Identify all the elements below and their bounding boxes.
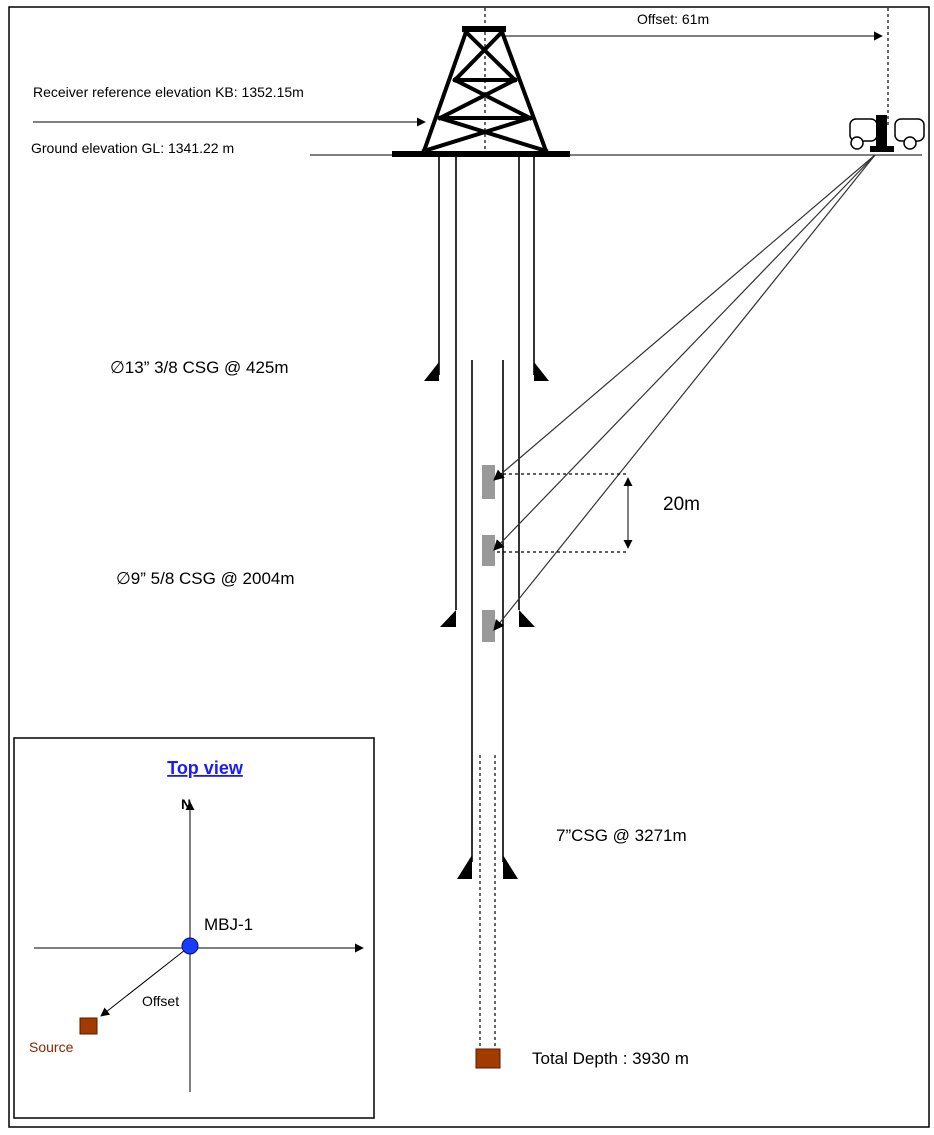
north-label: N — [181, 796, 191, 812]
csg3-label: 7”CSG @ 3271m — [556, 826, 687, 845]
top-offset-label: Offset — [142, 993, 179, 1009]
source-marker — [79, 1017, 98, 1035]
page-border — [8, 6, 930, 1128]
receiver-spacing-marker — [497, 473, 633, 553]
receiver-2 — [482, 535, 495, 566]
source-label: Source — [29, 1039, 74, 1055]
receiver-3 — [482, 610, 495, 642]
rig-floor — [392, 151, 570, 157]
casing-13-3-8 — [424, 157, 549, 610]
spacing-label: 20m — [663, 494, 700, 515]
top-view-inset: Top view N Offset MBJ-1 Source — [13, 737, 375, 1119]
casing-7 — [457, 360, 518, 879]
offset-label: Offset: 61m — [637, 11, 709, 27]
casing-9-5-8 — [440, 610, 535, 627]
total-depth-label: Total Depth : 3930 m — [532, 1049, 689, 1068]
csg1-label: ∅13” 3/8 CSG @ 425m — [110, 358, 289, 377]
vibrator-truck-icon — [849, 115, 925, 152]
well-marker — [181, 937, 199, 955]
csg2-label: ∅9” 5/8 CSG @ 2004m — [116, 569, 295, 588]
ray-paths — [493, 154, 876, 631]
gl-label: Ground elevation GL: 1341.22 m — [31, 140, 234, 156]
receiver-1 — [482, 465, 495, 499]
well-label: MBJ-1 — [204, 915, 253, 934]
open-hole — [479, 755, 496, 1048]
bottom-source-marker — [475, 1048, 501, 1069]
top-offset-arrow — [100, 949, 186, 1017]
top-view-title: Top view — [167, 758, 244, 778]
kb-label: Receiver reference elevation KB: 1352.15… — [33, 84, 304, 100]
top-view-frame — [13, 737, 375, 1119]
